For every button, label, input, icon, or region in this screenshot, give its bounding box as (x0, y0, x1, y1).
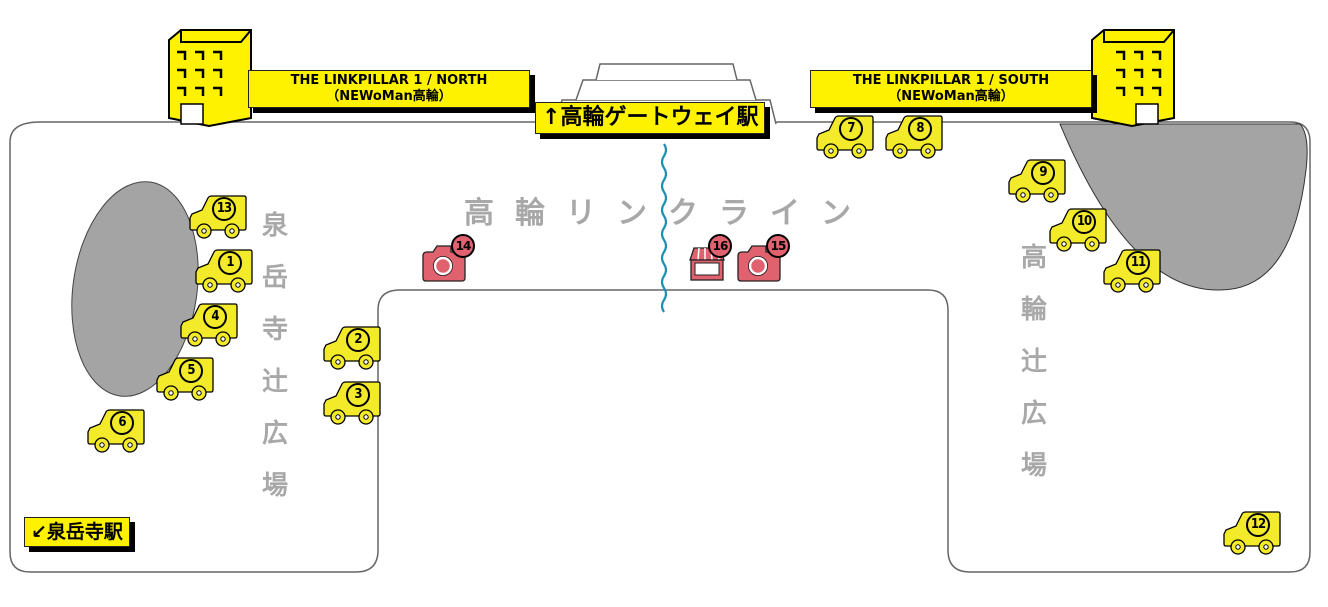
van-number: 5 (179, 359, 203, 383)
food-truck-13[interactable]: 13 (188, 194, 248, 240)
van-number: 4 (203, 305, 227, 329)
food-truck-12[interactable]: 12 (1222, 510, 1282, 556)
van-number: 12 (1246, 513, 1270, 537)
van-number: 2 (346, 328, 370, 352)
van-number: 10 (1072, 210, 1096, 234)
van-number: 7 (839, 117, 863, 141)
area-label-takanawa-plaza: 高 輪 辻 広 場 (1021, 243, 1048, 481)
food-truck-4[interactable]: 4 (179, 302, 239, 348)
van-number: 11 (1126, 251, 1150, 275)
food-truck-8[interactable]: 8 (884, 114, 944, 160)
food-truck-6[interactable]: 6 (86, 408, 146, 454)
van-number: 1 (218, 251, 242, 275)
food-truck-11[interactable]: 11 (1102, 248, 1162, 294)
van-number: 3 (346, 383, 370, 407)
building-name: THE LINKPILLAR 1 / NORTH (290, 73, 488, 88)
van-number: 6 (110, 411, 134, 435)
building-name: THE LINKPILLAR 1 / SOUTH (852, 73, 1050, 88)
photo-spot-15[interactable]: 15 (736, 234, 794, 284)
building-icon (1091, 29, 1175, 128)
building-label-north[interactable]: THE LINKPILLAR 1 / NORTH （NEWoMan高輪） (248, 70, 530, 108)
water-line (660, 143, 668, 313)
van-number: 8 (908, 117, 932, 141)
photo-spot-14[interactable]: 14 (421, 234, 479, 284)
building-subname: （NEWoMan高輪） (326, 89, 452, 104)
station-takanawa-gateway[interactable]: ↑高輪ゲートウェイ駅 (535, 102, 766, 134)
station-name: 泉岳寺駅 (46, 521, 123, 543)
building-icon (168, 29, 252, 128)
food-truck-3[interactable]: 3 (322, 380, 382, 426)
right-gray-area (1059, 123, 1308, 291)
arrow-up-icon: ↑ (542, 105, 561, 130)
plaza-outline (9, 121, 1311, 573)
food-truck-1[interactable]: 1 (194, 248, 254, 294)
station-name: 高輪ゲートウェイ駅 (560, 105, 759, 130)
van-number: 13 (212, 197, 236, 221)
poi-number: 15 (766, 234, 790, 258)
building-subname: （NEWoMan高輪） (888, 89, 1014, 104)
building-label-south[interactable]: THE LINKPILLAR 1 / SOUTH （NEWoMan高輪） (810, 70, 1092, 108)
van-number: 9 (1031, 161, 1055, 185)
area-label-link-line: 高輪リンクライン (464, 196, 872, 231)
food-truck-10[interactable]: 10 (1048, 207, 1108, 253)
left-gray-area (71, 181, 199, 397)
poi-number: 14 (451, 234, 475, 258)
station-sengakuji[interactable]: ↙泉岳寺駅 (24, 517, 130, 547)
food-truck-5[interactable]: 5 (155, 356, 215, 402)
area-label-sengakuji-plaza: 泉 岳 寺 辻 広 場 (262, 211, 289, 501)
food-truck-7[interactable]: 7 (815, 114, 875, 160)
arrow-down-left-icon: ↙ (31, 521, 47, 543)
poi-number: 16 (708, 234, 732, 258)
food-truck-2[interactable]: 2 (322, 325, 382, 371)
shop-spot-16[interactable]: 16 (686, 234, 744, 284)
food-truck-9[interactable]: 9 (1007, 158, 1067, 204)
